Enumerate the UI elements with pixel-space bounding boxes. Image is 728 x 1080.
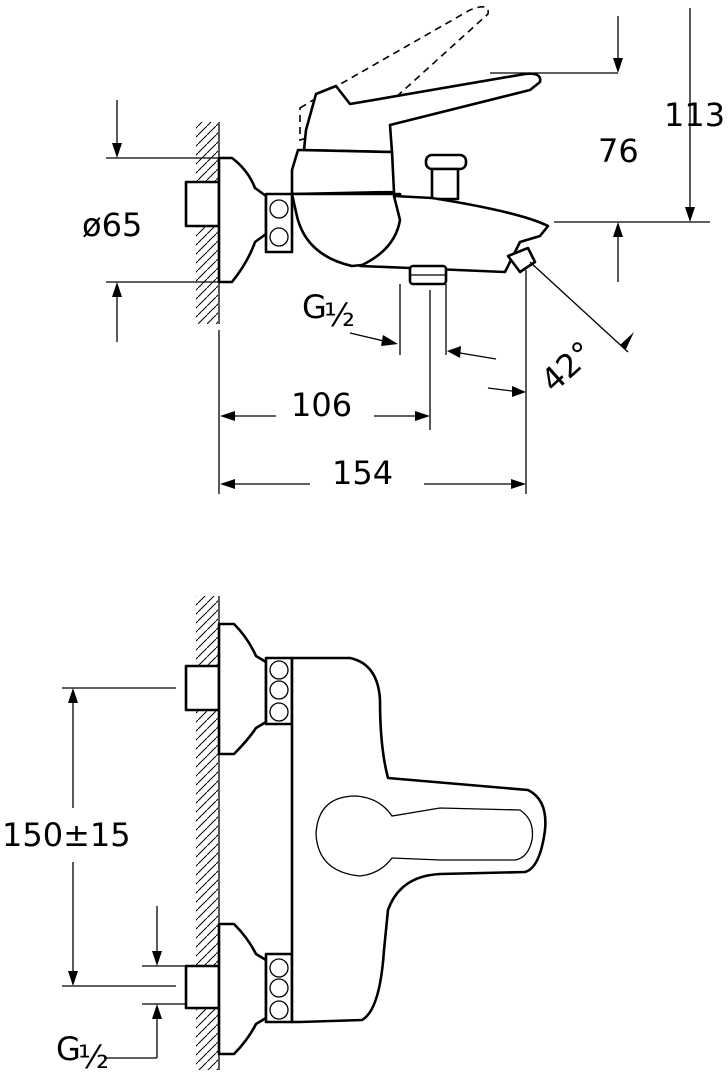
dim-angle-label: 42° [533,333,601,399]
lever-hub [315,795,534,877]
dim-150: 150±15 [2,687,176,987]
nut-ring-2 [269,227,289,247]
g12-inlet-g: G [56,1030,81,1068]
nut-lower-ring-1 [269,958,289,978]
nut-upper-ring-2 [269,680,289,700]
nut-lower-ring-3 [269,1000,289,1020]
inlet-pipe-upper [184,664,221,712]
nut-ring-1 [269,199,289,219]
mixer-body-front [290,656,547,1024]
dim-113: 113 [490,8,725,223]
g12-outlet-frac: ½ [324,296,355,334]
diverter-stem [430,167,460,201]
dim-g12-outlet: G ½ [302,284,497,360]
dim-65-label: ø65 [82,206,142,244]
spout-tip [506,246,537,274]
inlet-pipe-top [184,180,221,228]
diverter-knob [424,153,468,171]
dim-106-label: 106 [291,386,352,424]
rosette-lower [217,922,268,1056]
rosette-top [217,156,268,284]
front-view: 150±15 G ½ [2,596,547,1076]
lever [302,72,542,154]
side-view: 113 76 ø65 G ½ [82,6,725,494]
rosette-upper [217,622,268,756]
dim-76-label: 76 [598,132,639,170]
nut-upper-ring-3 [269,702,289,722]
hex-nut-top [264,192,294,254]
spout [358,194,550,274]
dim-154-label: 154 [332,454,393,492]
dim-angle: 42° [487,261,634,400]
wall-hatch-bottom [196,596,218,1070]
nut-lower-ring-2 [269,978,289,998]
dim-113-label: 113 [664,96,725,134]
g12-inlet-frac: ½ [78,1038,109,1076]
mixer-body [290,148,396,196]
dim-g12-inlet: G ½ [56,906,186,1076]
g12-outlet-g: G [302,288,327,326]
inlet-pipe-lower [184,964,221,1010]
dim-154: 154 [220,270,527,494]
dim-65: ø65 [82,100,232,342]
dim-150-label: 150±15 [2,816,131,854]
dim-76: 76 [598,132,639,282]
dim-106: 106 [218,290,431,494]
nut-upper-ring-1 [269,660,289,680]
